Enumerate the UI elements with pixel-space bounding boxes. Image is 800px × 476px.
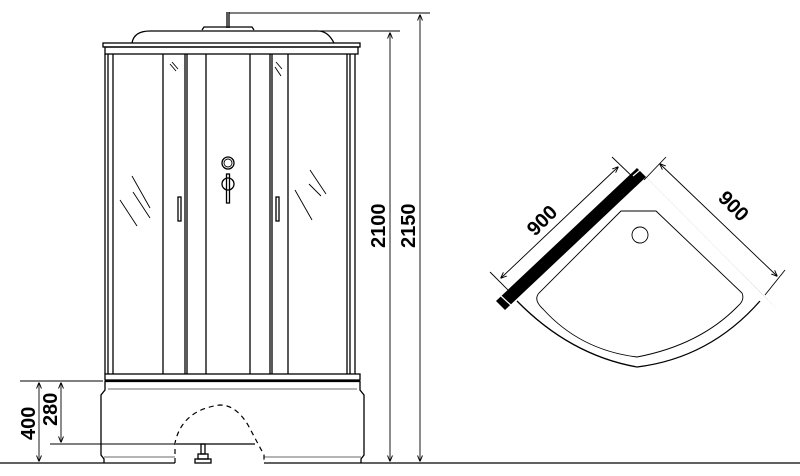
tray-inner-edge [536, 210, 744, 358]
tray-body [100, 381, 365, 463]
dim-tray-height: 280 [40, 393, 62, 426]
drain-icon [631, 226, 649, 244]
shower-pipe [201, 12, 255, 31]
dim-plan-left: 900 [523, 201, 562, 240]
glass-reflection-icons [119, 61, 327, 227]
right-wall-bar [637, 168, 778, 310]
siphon-cutout [174, 404, 265, 463]
tray-rim [104, 373, 361, 381]
left-wall-bar [496, 168, 646, 310]
mixer-control-icon [221, 156, 235, 204]
right-door-handle [275, 196, 280, 222]
cabin-frame [104, 54, 356, 374]
front-dimensions: 400 280 2100 2150 [18, 12, 430, 464]
roof-dome [131, 30, 335, 44]
dim-cabin-height: 2100 [368, 204, 390, 249]
top-frame [104, 46, 359, 55]
left-door-handle [177, 196, 182, 222]
adjustable-leg-icon [194, 443, 212, 464]
tray-outer-edge [516, 300, 761, 368]
dim-total-height: 2150 [398, 204, 420, 249]
dim-base-height: 400 [18, 407, 40, 440]
front-view [0, 12, 800, 464]
